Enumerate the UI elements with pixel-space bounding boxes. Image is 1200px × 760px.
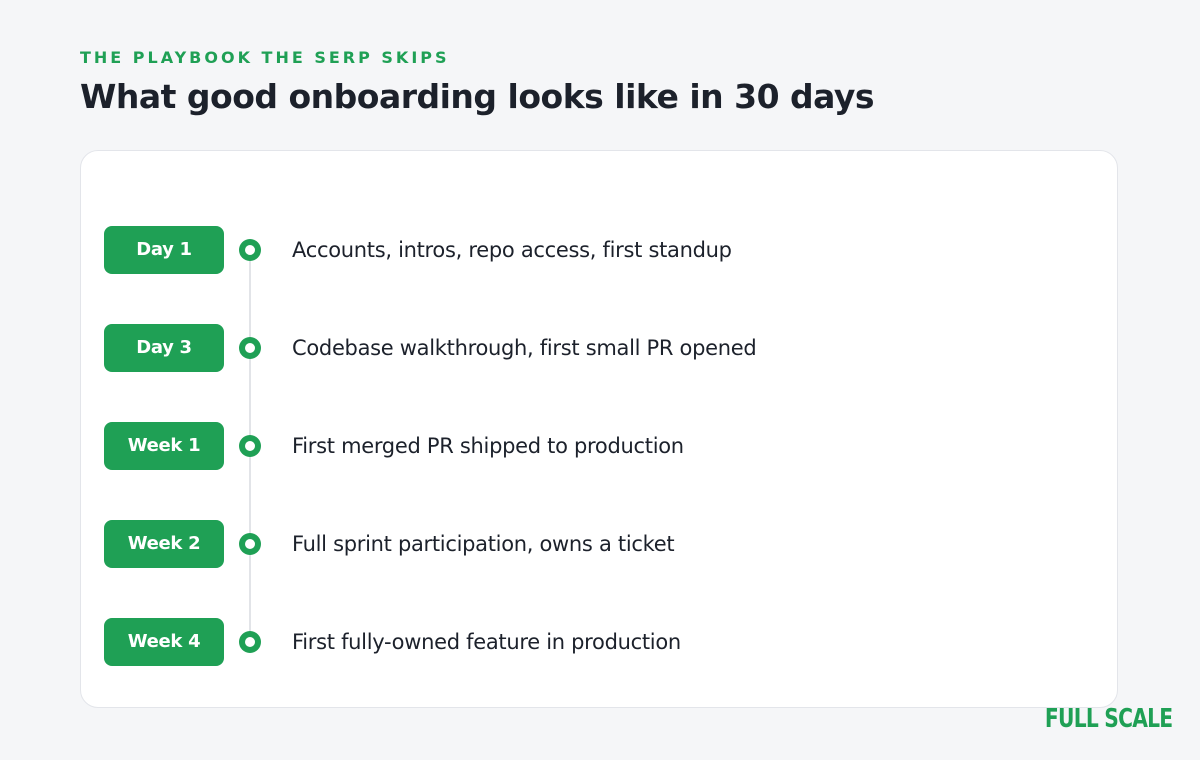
milestone-pill: Day 1 [104, 226, 224, 274]
timeline-row-week-4: Week 4 First fully-owned feature in prod… [0, 618, 1200, 666]
timeline-dot-icon [239, 631, 261, 653]
timeline-row-week-1: Week 1 First merged PR shipped to produc… [0, 422, 1200, 470]
timeline-row-day-1: Day 1 Accounts, intros, repo access, fir… [0, 226, 1200, 274]
timeline-dot-icon [239, 337, 261, 359]
milestone-pill: Week 1 [104, 422, 224, 470]
brand-logo: FULL SCALE [1044, 704, 1173, 734]
milestone-description: First fully-owned feature in production [292, 630, 681, 654]
timeline-dot-icon [239, 435, 261, 457]
milestone-pill: Day 3 [104, 324, 224, 372]
timeline-dot-icon [239, 533, 261, 555]
milestone-description: Codebase walkthrough, first small PR ope… [292, 336, 757, 360]
milestone-description: First merged PR shipped to production [292, 434, 684, 458]
milestone-pill: Week 4 [104, 618, 224, 666]
timeline-row-week-2: Week 2 Full sprint participation, owns a… [0, 520, 1200, 568]
milestone-description: Accounts, intros, repo access, first sta… [292, 238, 732, 262]
milestone-pill: Week 2 [104, 520, 224, 568]
timeline-dot-icon [239, 239, 261, 261]
timeline-row-day-3: Day 3 Codebase walkthrough, first small … [0, 324, 1200, 372]
eyebrow-label: THE PLAYBOOK THE SERP SKIPS [80, 48, 450, 67]
milestone-description: Full sprint participation, owns a ticket [292, 532, 675, 556]
page-title: What good onboarding looks like in 30 da… [80, 77, 875, 116]
